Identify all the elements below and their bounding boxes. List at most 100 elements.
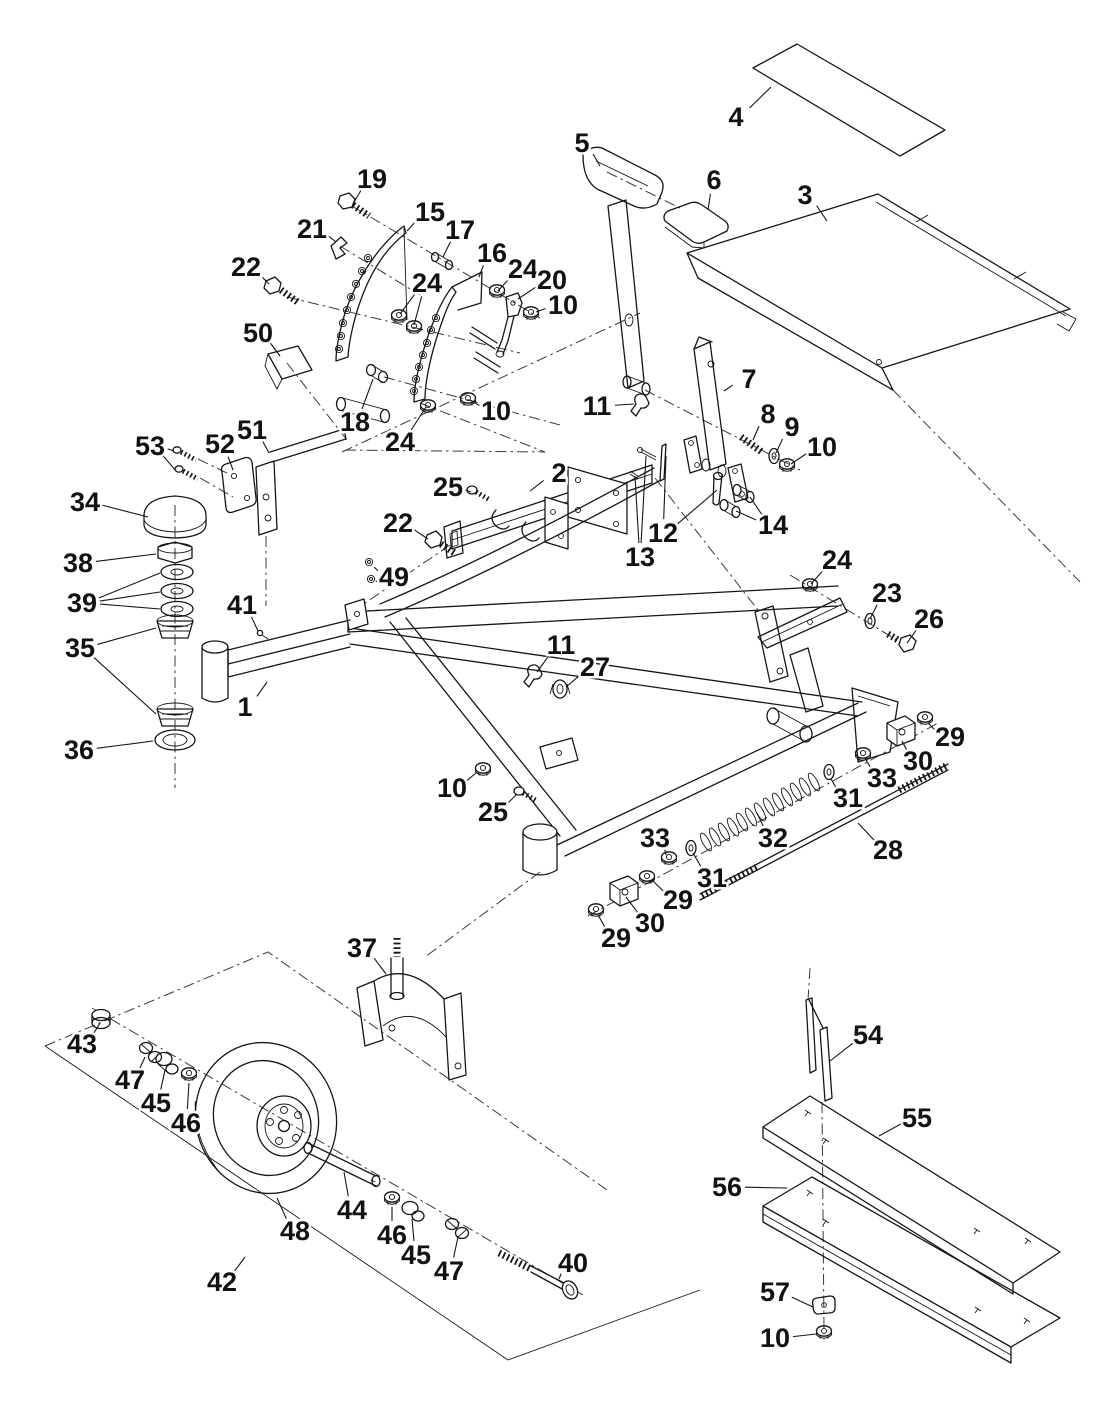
leader-line-part-37 xyxy=(373,957,387,975)
spring-8 xyxy=(738,434,765,455)
callout-label-part-41: 41 xyxy=(227,590,257,620)
callout-label-part-24: 24 xyxy=(822,545,852,575)
callout-label-part-39: 39 xyxy=(67,588,97,618)
callout-label-part-27: 27 xyxy=(580,652,610,682)
callout-label-part-53: 53 xyxy=(135,431,165,461)
leader-line-part-56 xyxy=(744,1186,788,1189)
callout-label-part-28: 28 xyxy=(873,835,903,865)
bolt-25-a xyxy=(466,485,492,503)
leader-line-part-13 xyxy=(640,455,647,544)
clip-21 xyxy=(330,236,348,260)
leader-line-part-45 xyxy=(411,1218,415,1242)
leader-line-part-35 xyxy=(93,656,157,715)
leader-line-part-30 xyxy=(625,896,639,914)
leader-line-part-4 xyxy=(749,86,772,109)
leader-line-part-3 xyxy=(816,205,828,222)
callout-label-part-22: 22 xyxy=(383,508,413,538)
caster-bracket-51 xyxy=(255,396,391,536)
bolt-22-a xyxy=(263,276,302,306)
callout-label-part-13: 13 xyxy=(625,542,655,572)
leader-line-part-10 xyxy=(790,453,807,465)
callout-label-part-33: 33 xyxy=(867,763,897,793)
callout-label-part-22: 22 xyxy=(231,252,261,282)
callout-label-part-31: 31 xyxy=(833,783,863,813)
leader-line-part-42 xyxy=(233,1256,246,1273)
callout-label-part-29: 29 xyxy=(663,885,693,915)
nut-10-b xyxy=(459,392,477,407)
callout-label-part-46: 46 xyxy=(171,1108,201,1138)
callout-label-part-30: 30 xyxy=(635,908,665,938)
callout-label-part-6: 6 xyxy=(706,165,721,195)
leader-line-part-48 xyxy=(276,1197,287,1219)
spring-hardware xyxy=(587,711,934,918)
callout-label-part-10: 10 xyxy=(437,773,467,803)
callout-label-part-19: 19 xyxy=(357,164,387,194)
callout-label-part-42: 42 xyxy=(207,1267,237,1297)
callout-label-part-38: 38 xyxy=(63,548,93,578)
leader-line-part-40 xyxy=(558,1273,562,1280)
leader-line-part-6 xyxy=(707,193,712,211)
washer-23 xyxy=(864,612,876,630)
callout-label-part-24: 24 xyxy=(412,268,442,298)
leader-line-part-8 xyxy=(752,425,760,441)
nut-24-d xyxy=(801,578,819,593)
leader-line-part-2 xyxy=(529,479,545,492)
callout-label-part-12: 12 xyxy=(648,518,678,548)
clamp-27 xyxy=(549,679,571,699)
leader-line-part-35 xyxy=(97,627,157,645)
callout-label-part-3: 3 xyxy=(797,180,812,210)
leader-line-part-11 xyxy=(614,403,635,406)
leader-line-part-39 xyxy=(98,572,161,599)
callout-label-part-11: 11 xyxy=(547,630,576,660)
callout-label-part-31: 31 xyxy=(697,863,727,893)
axle-hardware-right xyxy=(383,1191,470,1240)
callout-label-part-10: 10 xyxy=(807,432,837,462)
main-frame xyxy=(344,585,899,876)
leader-line-part-10 xyxy=(535,307,546,313)
callout-label-part-45: 45 xyxy=(141,1088,171,1118)
leader-line-part-50 xyxy=(270,342,281,357)
leader-line-part-36 xyxy=(96,740,154,749)
callout-label-part-37: 37 xyxy=(347,933,377,963)
pins-12 xyxy=(659,443,724,506)
callout-label-part-25: 25 xyxy=(433,472,463,502)
leader-line-part-24 xyxy=(410,406,427,432)
callout-label-part-43: 43 xyxy=(67,1029,97,1059)
pad-6 xyxy=(663,201,729,249)
leader-line-part-39 xyxy=(99,603,161,610)
leader-line-part-53 xyxy=(162,455,177,472)
leader-line-part-12 xyxy=(663,455,667,520)
leader-line-part-38 xyxy=(95,553,157,562)
callout-label-part-26: 26 xyxy=(914,604,944,634)
callout-label-part-29: 29 xyxy=(935,722,965,752)
bushings-14 xyxy=(719,483,755,519)
leader-line-part-22 xyxy=(260,274,270,285)
leader-line-part-53 xyxy=(167,448,175,452)
leader-line-part-29 xyxy=(651,879,665,892)
leader-line-part-20 xyxy=(517,286,537,300)
leader-line-part-10 xyxy=(792,1333,817,1338)
leader-line-part-1 xyxy=(256,681,268,697)
leader-line-part-49 xyxy=(373,566,379,572)
callout-label-part-10: 10 xyxy=(481,396,511,426)
callout-label-part-34: 34 xyxy=(70,487,100,517)
bolt-26 xyxy=(886,630,917,653)
leader-line-part-30 xyxy=(901,740,908,751)
plate-4 xyxy=(752,43,946,157)
leader-line-part-10 xyxy=(469,399,480,407)
callout-label-part-32: 32 xyxy=(758,823,788,853)
leader-line-part-31 xyxy=(830,778,837,788)
callout-label-part-5: 5 xyxy=(574,128,589,158)
leader-line-part-52 xyxy=(227,456,234,471)
callout-label-part-51: 51 xyxy=(237,415,267,445)
callout-label-part-21: 21 xyxy=(297,214,327,244)
leader-line-part-25 xyxy=(507,793,518,804)
leader-line-part-12 xyxy=(676,489,718,525)
leader-line-part-7 xyxy=(723,384,734,392)
leader-line-part-10 xyxy=(466,771,478,781)
leader-line-part-13 xyxy=(634,475,640,544)
callout-label-part-35: 35 xyxy=(65,633,95,663)
callout-label-part-2: 2 xyxy=(551,458,566,488)
callout-label-part-48: 48 xyxy=(280,1216,310,1246)
